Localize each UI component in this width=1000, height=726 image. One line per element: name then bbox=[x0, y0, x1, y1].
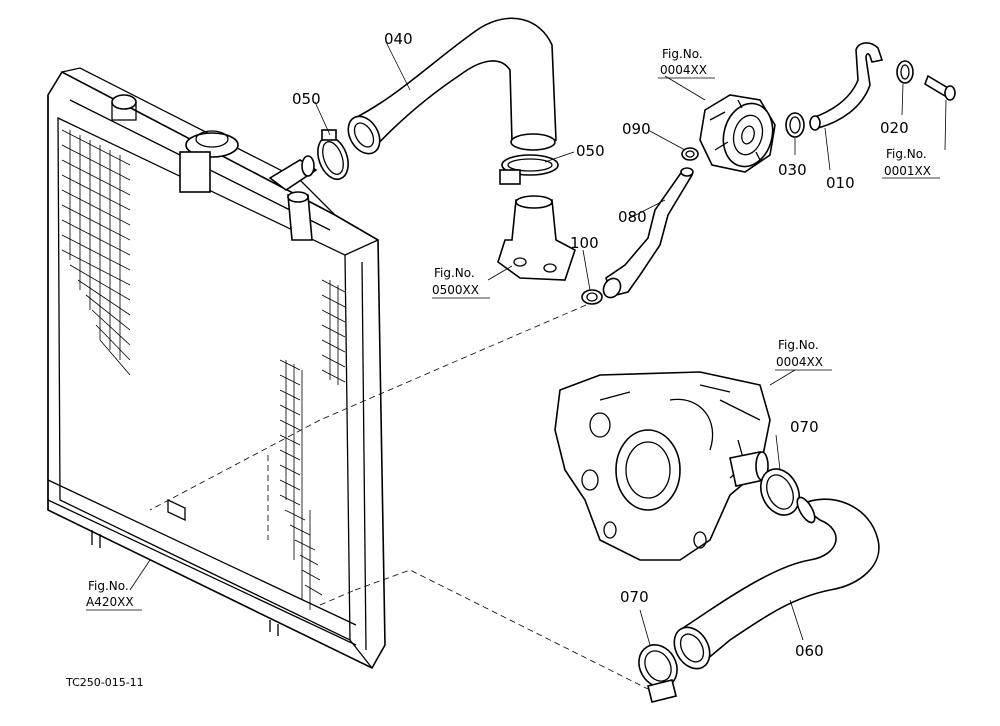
label-100: 100 bbox=[570, 234, 599, 252]
fig-ref-0004xx-top: 0004XX bbox=[660, 63, 707, 77]
label-020: 020 bbox=[880, 119, 909, 137]
fig-ref-a420xx: A420XX bbox=[86, 595, 134, 609]
hose-clamp-050-right bbox=[499, 154, 559, 185]
hose-clamp-050-left bbox=[317, 129, 349, 181]
fig-label-radiator: Fig.No. bbox=[88, 579, 129, 593]
fig-ref-0500xx: 0500XX bbox=[432, 283, 479, 297]
small-hose-080 bbox=[602, 167, 694, 299]
leader-lines bbox=[129, 41, 947, 691]
fig-label-fitting: Fig.No. bbox=[886, 147, 927, 161]
label-030: 030 bbox=[778, 161, 807, 179]
label-040: 040 bbox=[384, 30, 413, 48]
fig-label-pump: Fig.No. bbox=[662, 47, 703, 61]
label-070-lower: 070 bbox=[620, 588, 649, 606]
label-070-upper: 070 bbox=[790, 418, 819, 436]
fitting-0001xx bbox=[924, 74, 956, 101]
figure-reference-labels: Fig.No. 0004XX Fig.No. 0001XX Fig.No. 05… bbox=[86, 47, 931, 609]
hose-clamp-070-lower bbox=[638, 644, 678, 703]
hose-clamp-090 bbox=[681, 147, 699, 161]
fig-ref-0004xx-mid: 0004XX bbox=[776, 355, 823, 369]
figure-ref-underlines bbox=[86, 77, 940, 611]
drawing-code: TC250-015-11 bbox=[65, 676, 144, 689]
label-090: 090 bbox=[622, 120, 651, 138]
bypass-hose-010 bbox=[809, 42, 884, 131]
label-080: 080 bbox=[618, 208, 647, 226]
radiator-core-center bbox=[279, 359, 323, 610]
label-050-right: 050 bbox=[576, 142, 605, 160]
radiator-core-right bbox=[321, 279, 346, 385]
thermostat-housing bbox=[497, 195, 576, 281]
radiator-core-left bbox=[61, 129, 131, 376]
water-pump-housing bbox=[699, 94, 776, 173]
gear-case bbox=[554, 371, 771, 561]
label-050-left: 050 bbox=[292, 90, 321, 108]
hose-clamp-030 bbox=[785, 112, 805, 138]
fig-label-gearcase: Fig.No. bbox=[778, 338, 819, 352]
label-060: 060 bbox=[795, 642, 824, 660]
hose-clamp-100 bbox=[581, 289, 603, 305]
part-number-labels: 040 050 050 090 030 010 020 080 100 070 … bbox=[292, 30, 909, 660]
upper-hose-040 bbox=[347, 17, 557, 155]
hose-clamp-070-upper bbox=[759, 468, 801, 516]
hose-clamp-020 bbox=[896, 60, 914, 84]
fig-ref-0001xx: 0001XX bbox=[884, 164, 931, 178]
lower-hose-060 bbox=[673, 496, 880, 670]
fig-label-thermostat: Fig.No. bbox=[434, 266, 475, 280]
radiator bbox=[47, 67, 386, 670]
label-010: 010 bbox=[826, 174, 855, 192]
